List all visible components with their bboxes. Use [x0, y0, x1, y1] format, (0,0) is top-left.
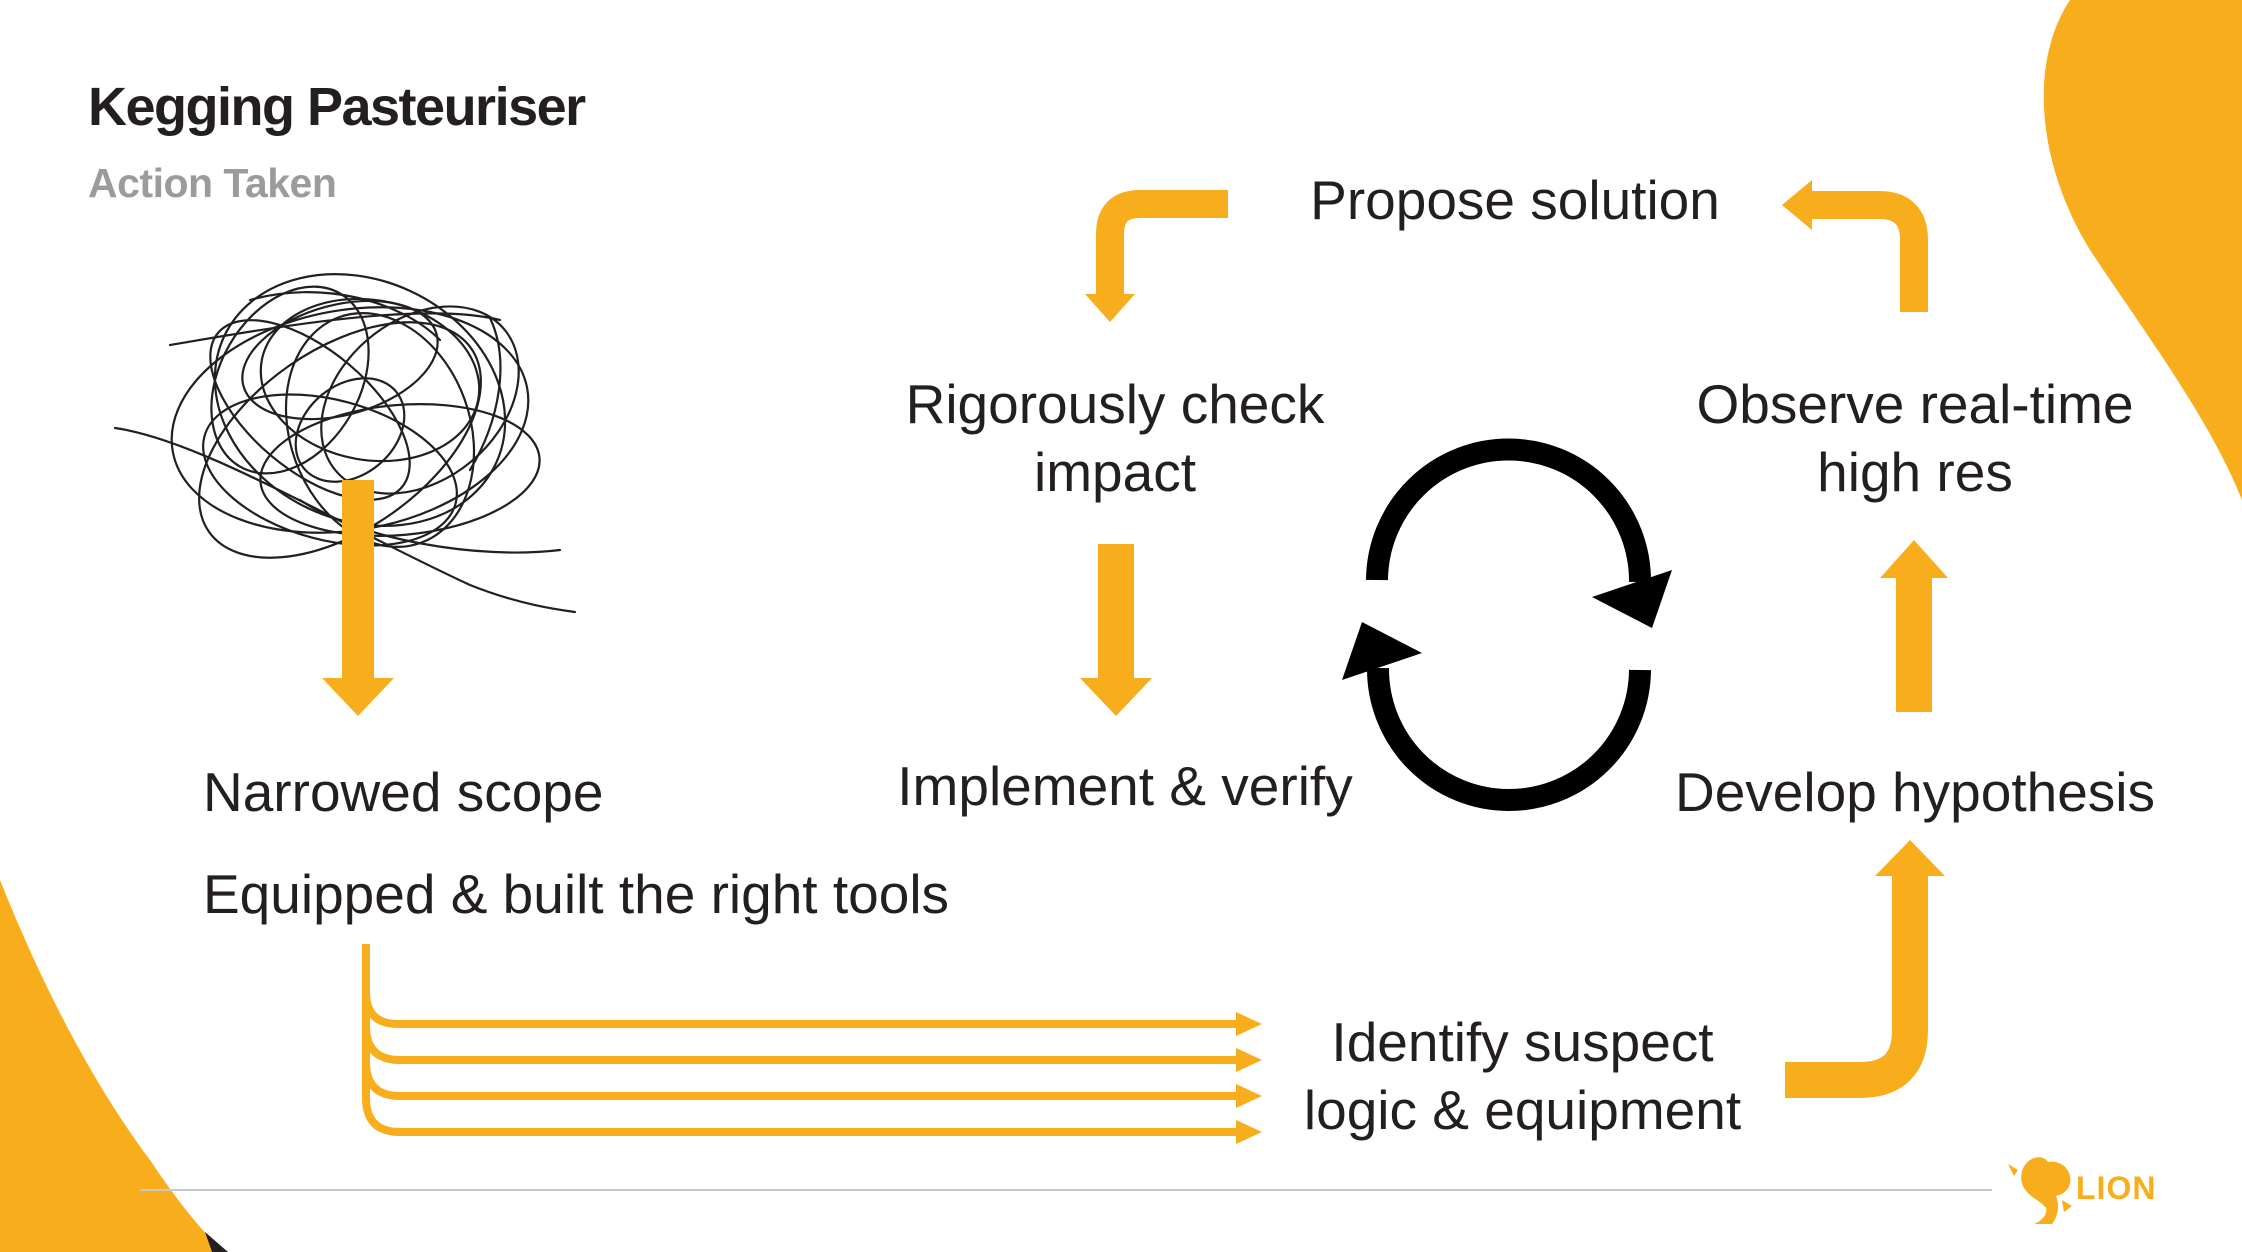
page-title: Kegging Pasteuriser: [88, 77, 586, 137]
scribble-down-arrow: [322, 480, 394, 716]
step-identify-suspect-line1: Identify suspect: [1331, 1011, 1714, 1073]
step-equipped-tools: Equipped & built the right tools: [203, 863, 950, 925]
top-right-blob: [2043, 0, 2242, 500]
step-develop-hypothesis: Develop hypothesis: [1674, 761, 2155, 823]
tools-branch-arrows: [362, 944, 1240, 1136]
observe-to-propose-arrow: [1782, 180, 1928, 312]
step-check-impact: Rigorously check impact: [860, 370, 1370, 506]
cycle-icon: [1342, 438, 1672, 811]
hypothesis-to-observe-arrow: [1880, 540, 1948, 712]
lion-logo-text: LION: [2076, 1170, 2157, 1206]
step-narrowed-scope: Narrowed scope: [203, 761, 604, 823]
propose-to-check-arrow: [1085, 190, 1228, 322]
bottom-left-dark-sliver: [205, 1232, 228, 1252]
lion-logo-icon: [2008, 1157, 2072, 1224]
step-observe-line2: high res: [1817, 441, 2013, 503]
step-identify-suspect: Identify suspect logic & equipment: [1270, 1008, 1775, 1144]
page-subtitle: Action Taken: [88, 160, 337, 206]
step-observe: Observe real-time high res: [1660, 370, 2170, 506]
step-identify-suspect-line2: logic & equipment: [1303, 1079, 1742, 1141]
check-to-implement-arrow: [1080, 544, 1152, 716]
tools-branch-arrowheads: [1236, 1012, 1262, 1144]
step-propose-solution: Propose solution: [1310, 169, 1720, 231]
step-implement-verify: Implement & verify: [897, 755, 1353, 817]
identify-to-hypothesis-arrow: [1785, 840, 1945, 1098]
step-check-impact-line2: impact: [1034, 441, 1196, 503]
step-check-impact-line1: Rigorously check: [905, 373, 1325, 435]
step-observe-line1: Observe real-time: [1696, 373, 2134, 435]
bottom-left-blob: [0, 880, 225, 1252]
